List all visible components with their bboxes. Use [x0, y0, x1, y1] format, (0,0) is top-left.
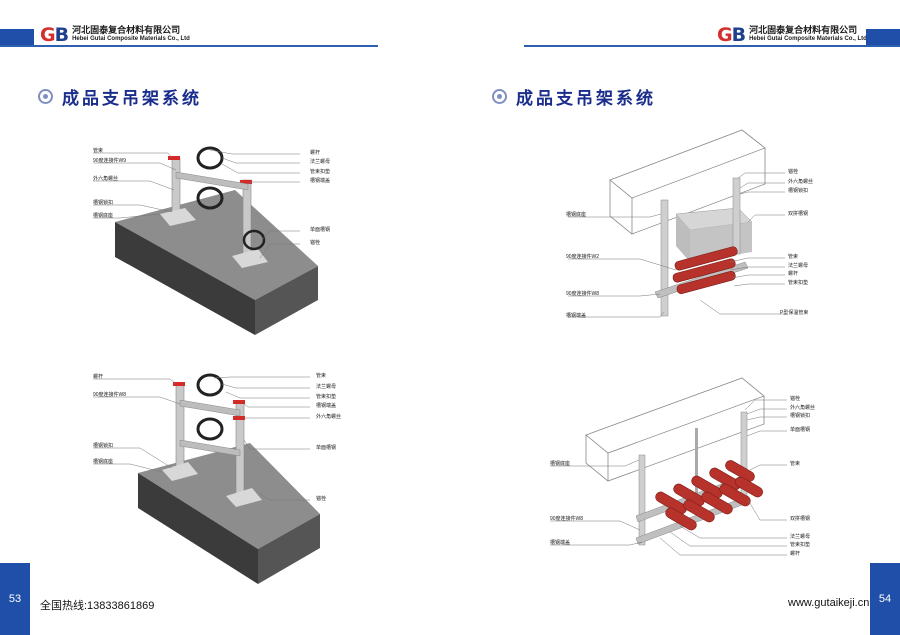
fig3-label-8: 螺杆	[788, 271, 799, 277]
fig3-label-11: 90度连接件W8	[566, 291, 600, 297]
fig1-label-4: 槽钢锁扣	[93, 200, 114, 206]
fig2-label-3: 槽钢锁扣	[93, 443, 114, 449]
fig4-label-9: 法兰螺母	[790, 534, 811, 540]
fig3-label-5: 槽钢底座	[566, 212, 587, 218]
fig1-label-3: 外六角螺丝	[93, 176, 119, 182]
company-name-cn: 河北固泰复合材料有限公司	[749, 25, 858, 35]
fig2-label-4: 槽钢底座	[93, 459, 114, 465]
fig2-label-1: 螺杆	[93, 374, 104, 380]
fig3-label-10: 90度连接件W2	[566, 254, 600, 260]
fig2-label-7: 管束扣垫	[316, 394, 337, 400]
fig1-label-2: 90度连接件W9	[93, 158, 127, 164]
circle-bullet-icon	[492, 89, 507, 104]
fig4-label-10: 管束扣垫	[790, 542, 811, 548]
left-page-number: 53	[0, 563, 30, 635]
left-header-rule	[0, 45, 378, 47]
fig3-label-1: 锚栓	[788, 169, 799, 175]
fig3-label-2: 外六角螺丝	[788, 179, 814, 185]
fig1-label-11: 锚栓	[310, 240, 321, 246]
fig2-label-2: 90度连接件W8	[93, 392, 127, 398]
left-header-bar	[0, 29, 34, 45]
company-name-en: Hebei Gutai Composite Materials Co., Ltd	[72, 36, 190, 42]
fig1-label-8: 管束扣垫	[310, 169, 331, 175]
fig1-label-1: 管束	[93, 148, 104, 154]
fig4-label-2: 外六角螺丝	[790, 405, 816, 411]
fig3-label-3: 槽钢锁扣	[788, 188, 809, 194]
fig2-label-8: 槽钢端盖	[316, 403, 337, 409]
fig3-label-4: 双拼槽钢	[788, 211, 809, 217]
right-logo: GB 河北固泰复合材料有限公司 Hebei Gutai Composite Ma…	[717, 24, 867, 46]
fig3-label-13: 槽钢端盖	[566, 313, 587, 319]
circle-bullet-icon	[38, 89, 53, 104]
website-link[interactable]: www.gutaikeji.cn	[788, 597, 870, 609]
fig4-label-3: 槽钢锁扣	[790, 413, 811, 419]
left-section-title: 成品支吊架系统	[38, 84, 202, 109]
fig4-label-4: 单面槽钢	[790, 427, 811, 433]
company-name-en: Hebei Gutai Composite Materials Co., Ltd	[749, 36, 867, 42]
fig1-label-6: 螺杆	[310, 150, 321, 156]
fig1-label-9: 槽钢端盖	[310, 178, 331, 184]
fig2-label-5: 管束	[316, 373, 327, 379]
fig4-label-12: 螺杆	[790, 551, 801, 557]
left-logo: GB 河北固泰复合材料有限公司 Hebei Gutai Composite Ma…	[40, 24, 190, 46]
fig2-label-6: 法兰螺母	[316, 384, 337, 390]
right-header-rule	[524, 45, 900, 47]
hotline: 全国热线:13833861869	[40, 600, 155, 612]
fig2-label-11: 锚栓	[316, 496, 327, 502]
fig3-label-6: 管束	[788, 254, 799, 260]
fig3-label-12: P型保温管束	[780, 310, 809, 316]
fig1-label-5: 槽钢底座	[93, 213, 114, 219]
fig1-label-7: 法兰螺母	[310, 159, 331, 165]
fig4-label-6: 管束	[790, 461, 801, 467]
fig2-label-10: 单面槽钢	[316, 445, 337, 451]
fig4-label-7: 双拼槽钢	[790, 516, 811, 522]
fig4-label-1: 锚栓	[790, 396, 801, 402]
fig4-label-5: 槽钢底座	[550, 461, 571, 467]
fig3-label-9: 管束扣垫	[788, 280, 809, 286]
logo-mark: GB	[717, 24, 746, 46]
right-section-title: 成品支吊架系统	[492, 84, 656, 109]
fig2-label-9: 外六角螺丝	[316, 414, 342, 420]
fig4-label-8: 90度连接件W8	[550, 516, 584, 522]
fig4-label-11: 槽钢端盖	[550, 540, 571, 546]
right-header-bar	[866, 29, 900, 45]
fig1-label-10: 单面槽钢	[310, 227, 331, 233]
right-page-number: 54	[870, 563, 900, 635]
fig3-label-7: 法兰螺母	[788, 263, 809, 269]
company-name-cn: 河北固泰复合材料有限公司	[72, 25, 181, 35]
logo-mark: GB	[40, 24, 69, 46]
